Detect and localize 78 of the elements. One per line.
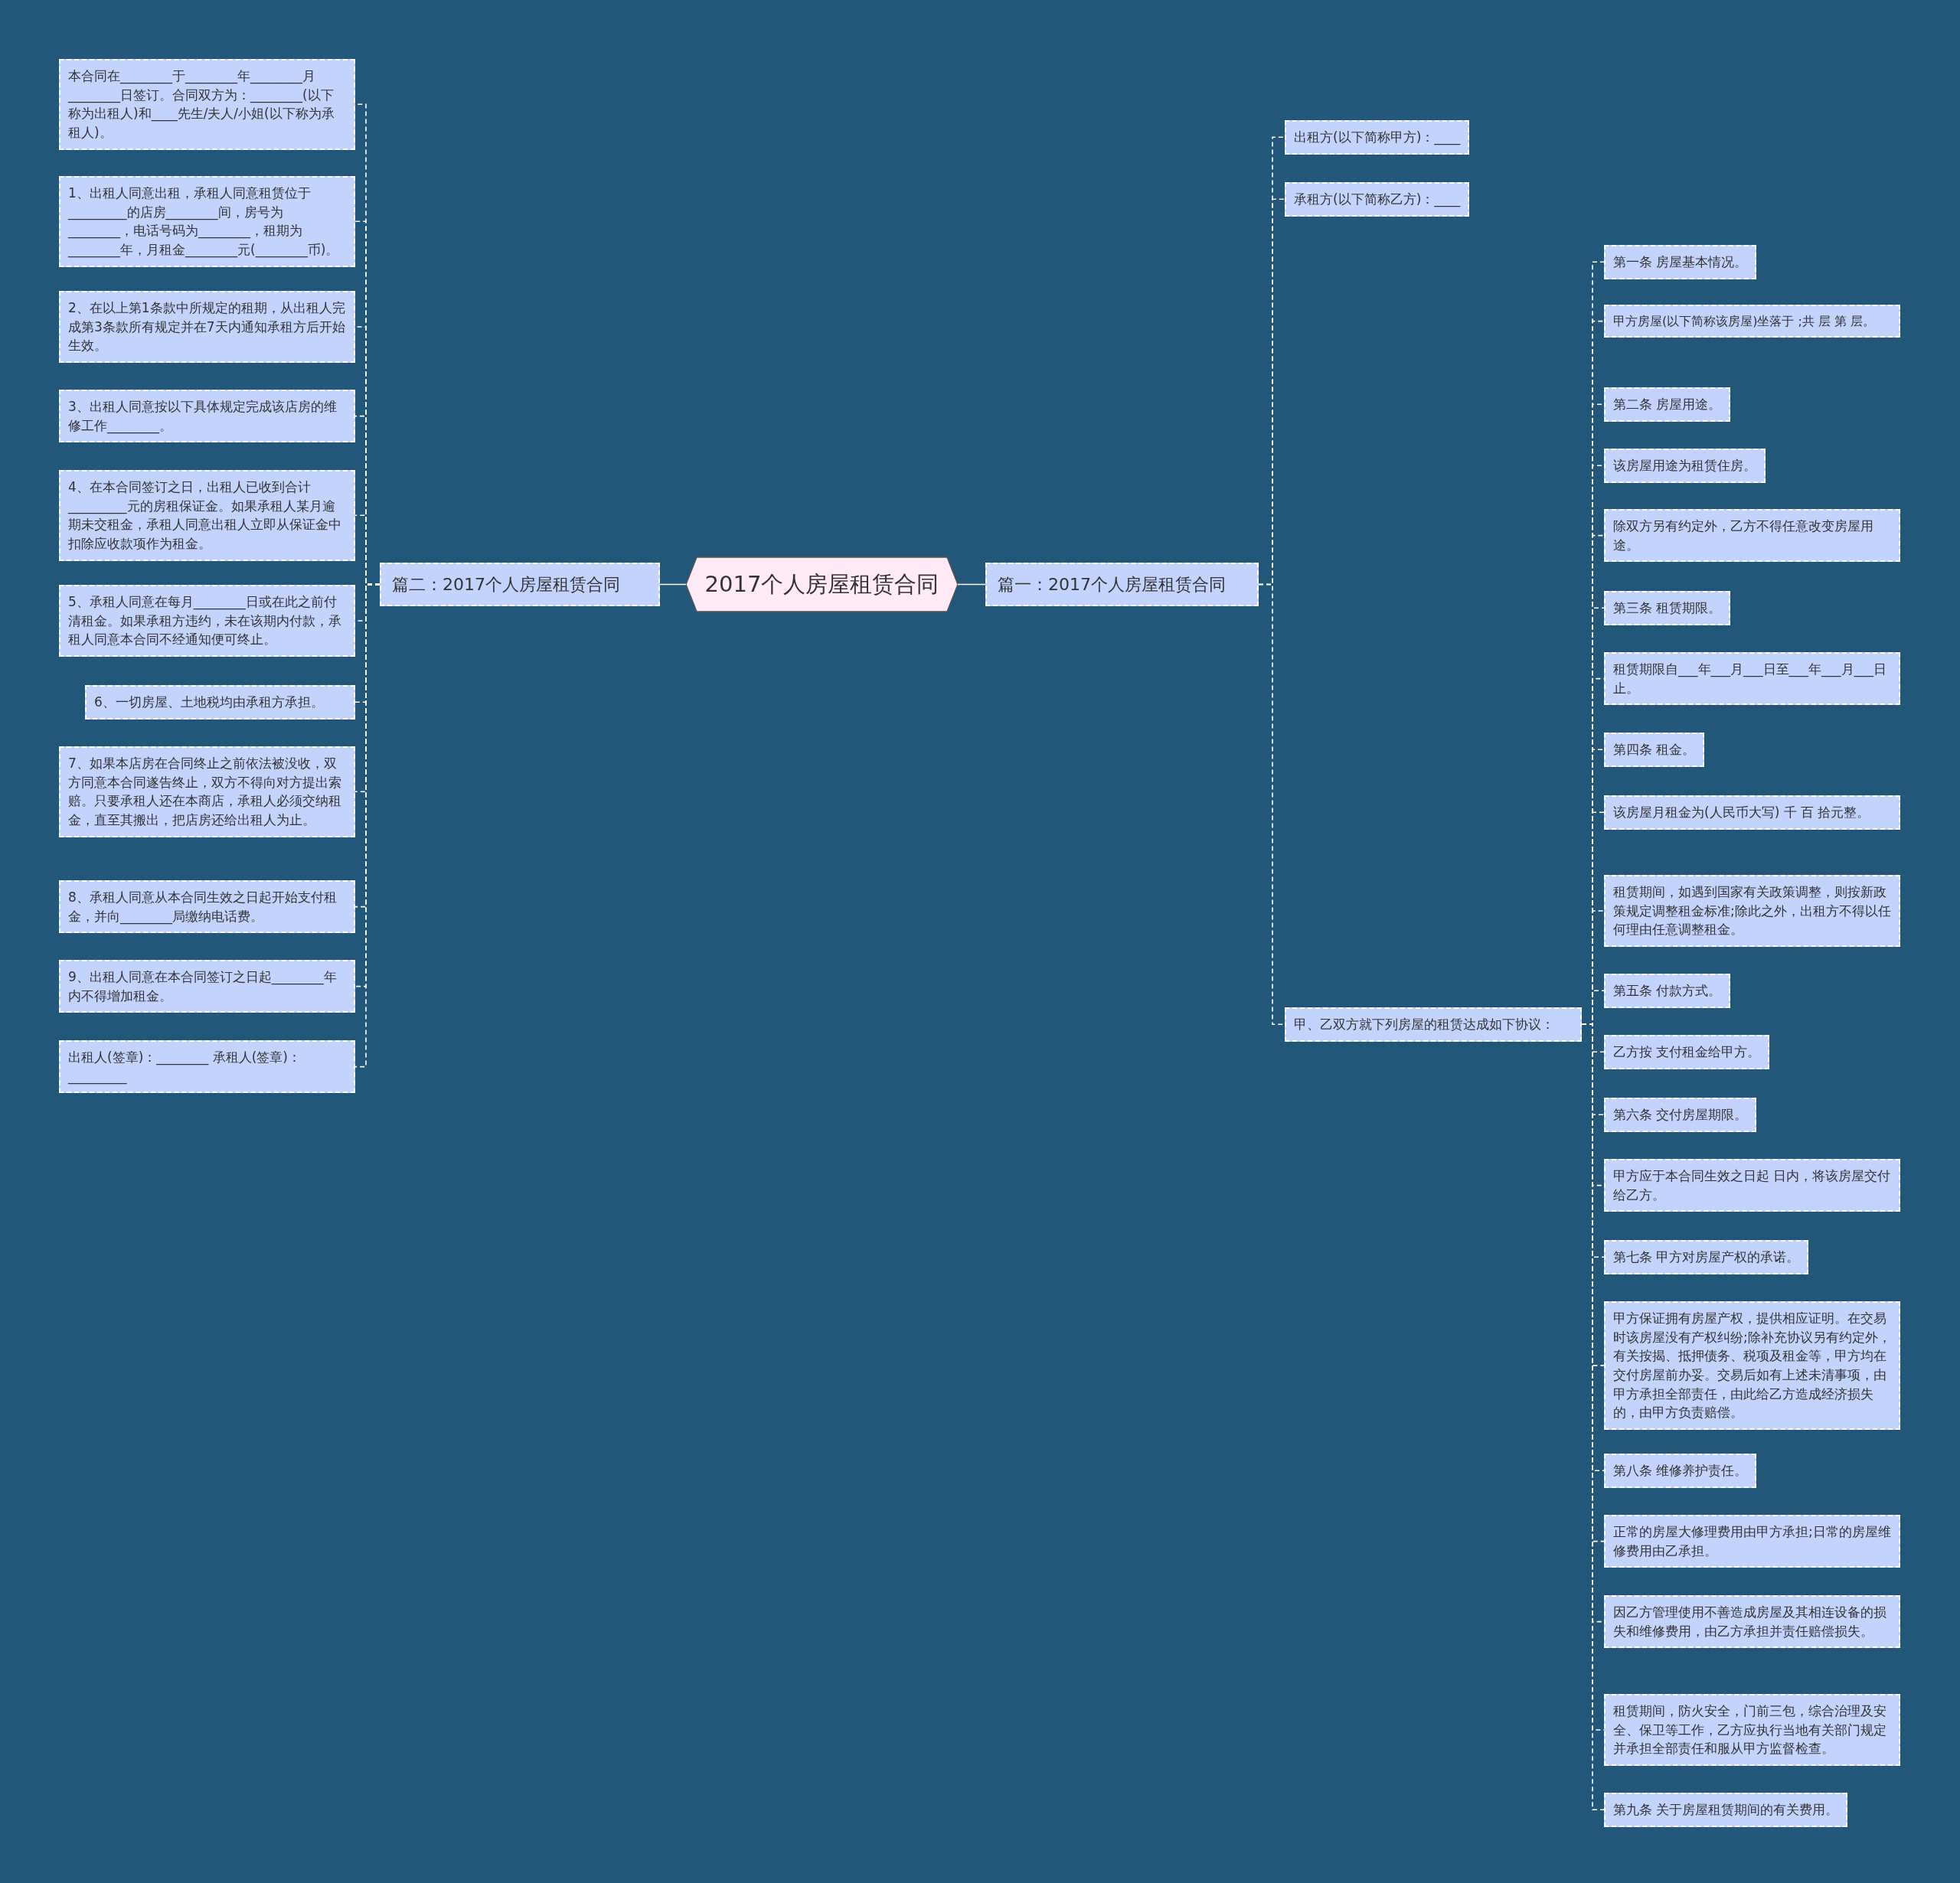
clause-text: 第二条 房屋用途。 [1613,397,1722,412]
clause-box [59,1040,355,1094]
clause-box [1604,795,1900,830]
clause-box [1604,1035,1770,1069]
topic-text: 篇一：2017个人房屋租赁合同 [998,575,1226,594]
clause-text: 第九条 关于房屋租赁期间的有关费用。 [1613,1802,1839,1817]
clause-text: 租赁期间，如遇到国家有关政策调整，则按新政策规定调整租金标准;除此之外，出租方不得以任何理由任意调整租金。 [1613,884,1891,938]
clause-text: 第四条 租金。 [1613,742,1696,757]
clause-text: 8、承租人同意从本合同生效之日起开始支付租金，并向________局缴纳电话费。 [68,889,337,924]
clause-text: 该房屋月租金为(人民币大写) 千 百 拾元整。 [1613,804,1870,820]
clause-box [1604,1159,1900,1212]
clause-box [1604,245,1757,279]
branch-topic [380,563,660,606]
clause-text: 正常的房屋大修理费用由甲方承担;日常的房屋维修费用由乙承担。 [1613,1524,1891,1558]
clause-box [1604,305,1900,338]
clause-text: 3、出租人同意按以下具体规定完成该店房的维修工作________。 [68,399,337,433]
topic-text: 篇二：2017个人房屋租赁合同 [392,575,620,594]
clause-text: 甲方应于本合同生效之日起 日内，将该房屋交付给乙方。 [1613,1168,1891,1203]
clause-text: 4、在本合同签订之日，出租人已收到合计_________元的房租保证金。如果承租人某月逾期未交租金，承租人同意出租人立即从保证金中扣除应收款项作为租金。 [68,479,341,551]
clause-text: 6、一切房屋、土地税均由承租方承担。 [94,694,324,710]
clause-box [59,390,355,443]
clause-box [59,960,355,1013]
clause-text: 甲方保证拥有房屋产权，提供相应证明。在交易时该房屋没有产权纠纷;除补充协议另有约定外，有关按揭、抵押债务、税项及租金等，甲方均在交付房屋前办妥。交易后如有上述未清事项，由甲方承担全部责任，由此给乙方造成经济损失的，由甲方负责赔偿。 [1613,1310,1891,1421]
root-topic [686,556,958,612]
clause-text: 第八条 维修养护责任。 [1613,1463,1748,1478]
clause-box [1604,1454,1757,1488]
clause-box [1604,1793,1848,1827]
clause-text: 甲方房屋(以下简称该房屋)坐落于 ;共 层 第 层。 [1613,314,1876,328]
clause-box [59,291,355,363]
clause-box [59,176,355,267]
clause-box [1604,449,1766,483]
connector-line [659,583,687,586]
clause-box [1604,974,1731,1008]
clause-box [59,59,355,150]
connector-line [957,583,986,586]
clause-text: 第六条 交付房屋期限。 [1613,1107,1748,1122]
clause-box [1604,1098,1757,1132]
clause-box [1604,1694,1900,1766]
clause-box [85,685,355,720]
clause-text: 第七条 甲方对房屋产权的承诺。 [1613,1249,1800,1265]
branch-topic [985,563,1259,606]
clause-box [1604,1595,1900,1649]
clause-text: 租赁期限自___年___月___日至___年___月___日止。 [1613,661,1886,696]
clause-text: 租赁期间，防火安全，门前三包，综合治理及安全、保卫等工作，乙方应执行当地有关部门规定并承担全部责任和服从甲方监督检查。 [1613,1703,1886,1757]
topic-text: 2017个人房屋租赁合同 [704,571,939,597]
clause-box [59,746,355,837]
clause-text: 5、承租人同意在每月________日或在此之前付清租金。如果承租方违约，未在该期内付款，承租人同意本合同不经通知便可终止。 [68,594,341,648]
clause-box [1604,1240,1809,1274]
clause-box [1604,387,1731,422]
subtopic-text: 甲、乙双方就下列房屋的租赁达成如下协议： [1294,1017,1554,1032]
clause-box [1604,652,1900,706]
clause-text: 2、在以上第1条款中所规定的租期，从出租人完成第3条款所有规定并在7天内通知承租方后开始生效。 [68,300,345,354]
clause-text: 1、出租人同意出租，承租人同意租赁位于_________的店房________间，房号为________，电话号码为________，租期为________年，月租金________元(________币)。 [68,185,339,257]
clause-box [59,585,355,657]
clause-box [1604,875,1900,947]
clause-box [1604,591,1731,625]
clause-text: 本合同在________于________年________月________日签订。合同双方为：________(以下称为出租人)和____先生/夫人/小姐(以下称为承租人)。 [68,68,335,140]
clause-box [1604,509,1900,563]
clause-text: 除双方另有约定外，乙方不得任意改变房屋用途。 [1613,518,1873,553]
clause-text: 乙方按 支付租金给甲方。 [1613,1044,1761,1059]
clause-text: 7、如果本店房在合同终止之前依法被没收，双方同意本合同遂告终止，双方不得向对方提出索赔。只要承租人还在本商店，承租人必须交纳租金，直至其搬出，把店房还给出租人为止。 [68,755,341,827]
clause-text: 该房屋用途为租赁住房。 [1613,458,1756,473]
subtopic-box [1285,182,1470,217]
subtopic-box [1285,120,1470,155]
clause-box [1604,1515,1900,1568]
clause-text: 出租人(签章)：________ 承租人(签章)：_________ [68,1049,301,1084]
clause-box [1604,1301,1900,1430]
clause-text: 第三条 租赁期限。 [1613,600,1722,615]
subtopic-text: 承租方(以下简称乙方)：____ [1294,191,1461,207]
subtopic-text: 出租方(以下简称甲方)：____ [1294,129,1461,145]
clause-text: 第一条 房屋基本情况。 [1613,254,1748,269]
clause-box [59,880,355,934]
clause-box [1604,733,1705,767]
clause-text: 第五条 付款方式。 [1613,983,1722,998]
clause-text: 9、出租人同意在本合同签订之日起________年内不得增加租金。 [68,969,337,1004]
clause-text: 因乙方管理使用不善造成房屋及其相连设备的损失和维修费用，由乙方承担并责任赔偿损失。 [1613,1604,1886,1639]
clause-box [59,470,355,561]
subtopic-box [1285,1007,1582,1042]
